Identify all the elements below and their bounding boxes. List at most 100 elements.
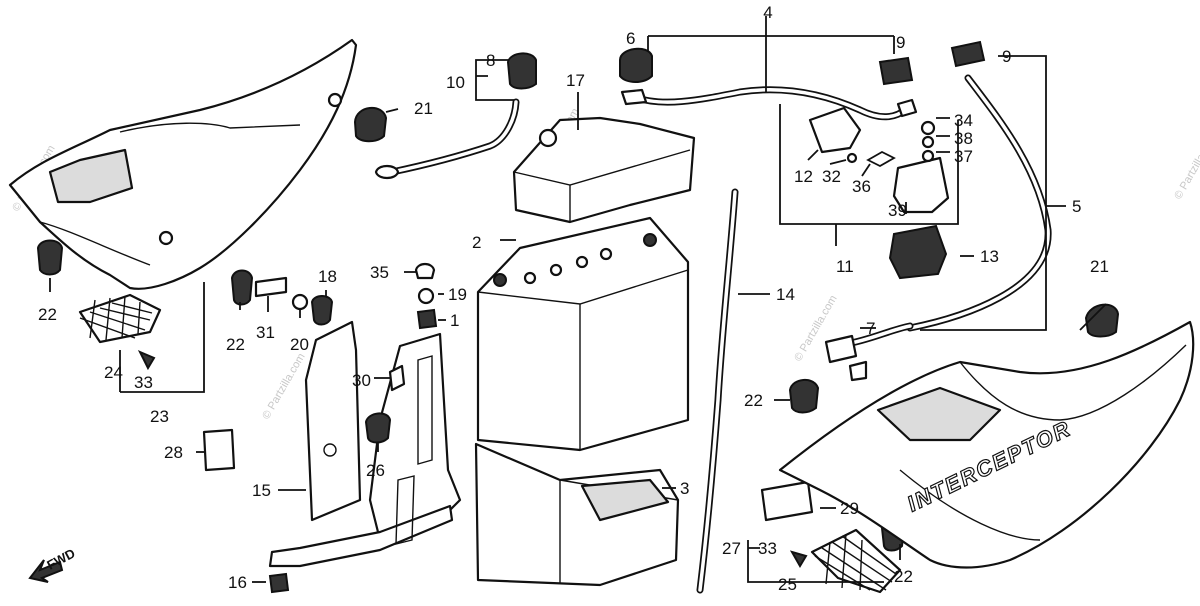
grommet-22-mid <box>788 379 820 414</box>
callout-26: 26 <box>366 461 385 480</box>
callout-36: 36 <box>852 177 871 196</box>
callout-1: 1 <box>450 311 459 330</box>
callout-37: 37 <box>954 147 973 166</box>
callout-24: 24 <box>104 363 123 382</box>
bolt-35 <box>414 262 436 280</box>
cushion-26 <box>364 412 392 444</box>
terminal-4-left <box>620 88 648 106</box>
callout-7: 7 <box>866 319 875 338</box>
callout-22-mid: 22 <box>744 391 763 410</box>
callout-11: 11 <box>836 257 854 276</box>
callout-17: 17 <box>566 71 585 90</box>
callout-numbers: 4 6 9 9 8 10 17 21 34 38 37 12 32 36 5 3… <box>38 3 1109 594</box>
battery-cap-4 <box>599 247 613 261</box>
callout-12: 12 <box>794 167 813 186</box>
starter-relay-11 <box>808 106 950 214</box>
callout-30: 30 <box>352 371 371 390</box>
clip-36 <box>866 150 896 168</box>
cable-7 <box>824 322 914 382</box>
callout-34: 34 <box>954 111 973 130</box>
callout-35: 35 <box>370 263 389 282</box>
bracket-15 <box>268 320 462 568</box>
battery-cap-3 <box>575 255 589 269</box>
terminal-cap-9-right <box>950 40 986 68</box>
nut-1 <box>416 308 438 330</box>
nut-16 <box>268 572 290 594</box>
callout-14: 14 <box>776 285 795 304</box>
forward-arrow: FWD <box>28 546 78 583</box>
watermark-mid-left: © Partzilla.com <box>260 351 307 421</box>
callout-5: 5 <box>1072 197 1081 216</box>
collar-18 <box>310 295 334 326</box>
nut-37 <box>921 149 935 163</box>
terminal-cap-8 <box>506 52 537 90</box>
terminal-7-end <box>824 334 858 364</box>
terminal-cap-6 <box>619 47 653 83</box>
callout-13: 13 <box>980 247 999 266</box>
callout-28: 28 <box>164 443 183 462</box>
breather-tube-14 <box>696 188 739 594</box>
callout-15: 15 <box>252 481 271 500</box>
battery-cap-2 <box>549 263 563 277</box>
cable-10 <box>374 98 520 180</box>
callout-22-left: 22 <box>38 305 57 324</box>
grommet-22-left <box>36 239 64 276</box>
label-plate-29 <box>760 480 814 522</box>
callout-16: 16 <box>228 573 247 592</box>
battery-2 <box>476 216 690 452</box>
callout-27: 27 <box>722 539 741 558</box>
callout-22-bracket: 22 <box>226 335 245 354</box>
callout-38: 38 <box>954 129 973 148</box>
cover-latch-recess <box>48 148 134 204</box>
fuse-34 <box>920 120 936 136</box>
callout-21-top: 21 <box>414 99 433 118</box>
callout-9-top: 9 <box>896 33 905 52</box>
leader-lines <box>49 16 1107 583</box>
terminal-4-right <box>896 98 918 118</box>
relay-body-39 <box>892 156 950 214</box>
battery-terminal-pos <box>643 233 657 247</box>
washer-20 <box>291 293 309 311</box>
right-cover-recess <box>876 386 1002 442</box>
grommet-22-bracket <box>230 269 254 306</box>
bracket-hole <box>323 443 337 457</box>
cover-17-grommet <box>538 128 558 148</box>
callout-3: 3 <box>680 479 689 498</box>
callout-9-right: 9 <box>1002 47 1011 66</box>
callout-25: 25 <box>778 575 797 594</box>
callout-21-right: 21 <box>1090 257 1109 276</box>
callout-39: 39 <box>888 201 907 220</box>
battery-terminal-neg <box>493 273 507 287</box>
grommet-21-top <box>353 107 388 143</box>
bolt-31 <box>254 276 288 298</box>
mesh-plate-left <box>78 293 162 344</box>
callout-29: 29 <box>840 499 859 518</box>
callout-4: 4 <box>763 3 772 22</box>
callout-18: 18 <box>318 267 337 286</box>
screw-33-right <box>789 550 808 568</box>
screw-32 <box>846 152 858 164</box>
right-side-cover: INTERCEPTOR <box>778 320 1195 569</box>
callout-10: 10 <box>446 73 465 92</box>
cover-boss-top <box>327 92 343 108</box>
callout-33-left: 33 <box>134 373 153 392</box>
battery-cap-1 <box>523 271 537 285</box>
washer-38 <box>921 135 935 149</box>
grommet-21-right <box>1084 303 1120 338</box>
battery-case-opening <box>580 478 670 522</box>
callout-8: 8 <box>486 51 495 70</box>
callout-20: 20 <box>290 335 309 354</box>
callout-6: 6 <box>626 29 635 48</box>
screw-33-left <box>137 350 156 371</box>
label-plate-28 <box>202 428 236 472</box>
terminal-10-eye <box>374 164 400 180</box>
callout-2: 2 <box>472 233 481 252</box>
cover-boss <box>158 230 174 246</box>
left-side-cover <box>8 38 358 290</box>
fasteners <box>254 262 438 594</box>
terminal-7-lug <box>848 360 868 382</box>
callout-22-bottom: 22 <box>894 567 913 586</box>
battery-cover-17 <box>512 116 696 224</box>
